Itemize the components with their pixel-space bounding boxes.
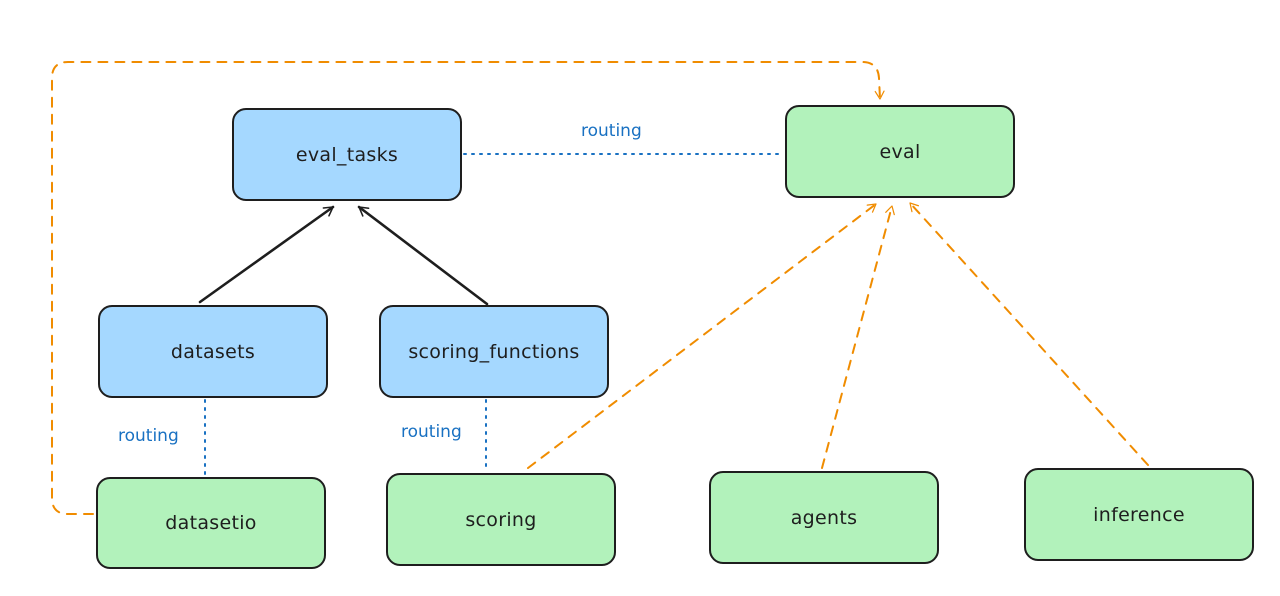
node-inference[interactable]: inference [1024,468,1254,561]
node-agents[interactable]: agents [709,471,939,564]
routing-label-scoring: routing [399,422,464,442]
node-datasetio[interactable]: datasetio [96,477,326,569]
node-scoring[interactable]: scoring [386,473,616,566]
arrow-datasets-to-eval-tasks [198,205,335,304]
routing-label-top: routing [579,121,644,141]
node-eval-tasks[interactable]: eval_tasks [232,108,462,201]
arrow-scoring-to-eval [527,203,877,469]
arrow-agents-to-eval [821,205,895,469]
arrow-datasetio-to-eval [51,61,885,515]
node-datasets[interactable]: datasets [98,305,328,398]
routing-label-datasets: routing [116,426,181,446]
node-scoring-functions[interactable]: scoring_functions [379,305,609,398]
arrow-scoring-functions-to-eval-tasks [357,205,489,306]
arrow-inference-to-eval [909,202,1149,466]
node-eval[interactable]: eval [785,105,1015,198]
